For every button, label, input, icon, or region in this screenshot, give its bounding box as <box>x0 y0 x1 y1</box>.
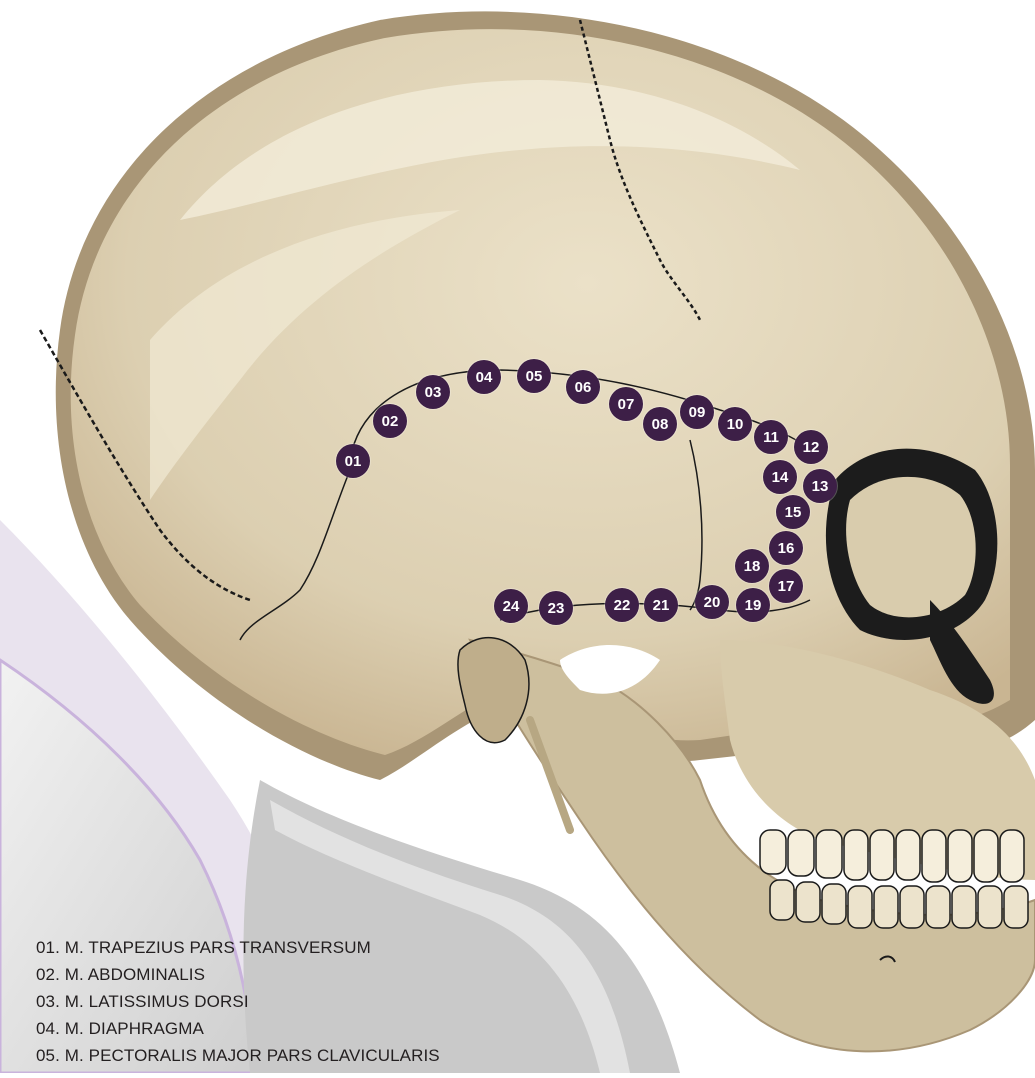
legend-item: 05. M. PECTORALIS MAJOR PARS CLAVICULARI… <box>36 1042 440 1069</box>
teeth <box>760 830 1028 928</box>
marker-22[interactable]: 22 <box>605 588 639 622</box>
legend-item: 03. M. LATISSIMUS DORSI <box>36 988 440 1015</box>
tooth <box>1004 886 1028 928</box>
marker-19[interactable]: 19 <box>736 588 770 622</box>
marker-08[interactable]: 08 <box>643 407 677 441</box>
marker-16[interactable]: 16 <box>769 531 803 565</box>
legend-item: 02. M. ABDOMINALIS <box>36 961 440 988</box>
tooth <box>822 884 846 924</box>
tooth <box>922 830 946 882</box>
tooth <box>900 886 924 928</box>
tooth <box>952 886 976 928</box>
marker-05[interactable]: 05 <box>517 359 551 393</box>
marker-14[interactable]: 14 <box>763 460 797 494</box>
marker-24[interactable]: 24 <box>494 589 528 623</box>
tooth <box>874 886 898 928</box>
legend-item: 01. M. TRAPEZIUS PARS TRANSVERSUM <box>36 934 440 961</box>
tooth <box>974 830 998 882</box>
legend-item: 04. M. DIAPHRAGMA <box>36 1015 440 1042</box>
marker-20[interactable]: 20 <box>695 585 729 619</box>
marker-13[interactable]: 13 <box>803 469 837 503</box>
marker-15[interactable]: 15 <box>776 495 810 529</box>
marker-17[interactable]: 17 <box>769 569 803 603</box>
marker-23[interactable]: 23 <box>539 591 573 625</box>
tooth <box>770 880 794 920</box>
tooth <box>926 886 950 928</box>
tooth <box>816 830 842 878</box>
legend: 01. M. TRAPEZIUS PARS TRANSVERSUM 02. M.… <box>36 934 440 1069</box>
eye-orbit-inner <box>846 477 976 618</box>
tooth <box>760 830 786 874</box>
marker-07[interactable]: 07 <box>609 387 643 421</box>
marker-04[interactable]: 04 <box>467 360 501 394</box>
marker-01[interactable]: 01 <box>336 444 370 478</box>
tooth <box>978 886 1002 928</box>
marker-03[interactable]: 03 <box>416 375 450 409</box>
tooth <box>844 830 868 880</box>
marker-18[interactable]: 18 <box>735 549 769 583</box>
tooth <box>948 830 972 882</box>
marker-06[interactable]: 06 <box>566 370 600 404</box>
marker-12[interactable]: 12 <box>794 430 828 464</box>
marker-11[interactable]: 11 <box>754 420 788 454</box>
marker-02[interactable]: 02 <box>373 404 407 438</box>
marker-09[interactable]: 09 <box>680 395 714 429</box>
tooth <box>1000 830 1024 882</box>
tooth <box>796 882 820 922</box>
tooth <box>896 830 920 880</box>
marker-21[interactable]: 21 <box>644 588 678 622</box>
tooth <box>848 886 872 928</box>
tooth <box>788 830 814 876</box>
tooth <box>870 830 894 880</box>
marker-10[interactable]: 10 <box>718 407 752 441</box>
